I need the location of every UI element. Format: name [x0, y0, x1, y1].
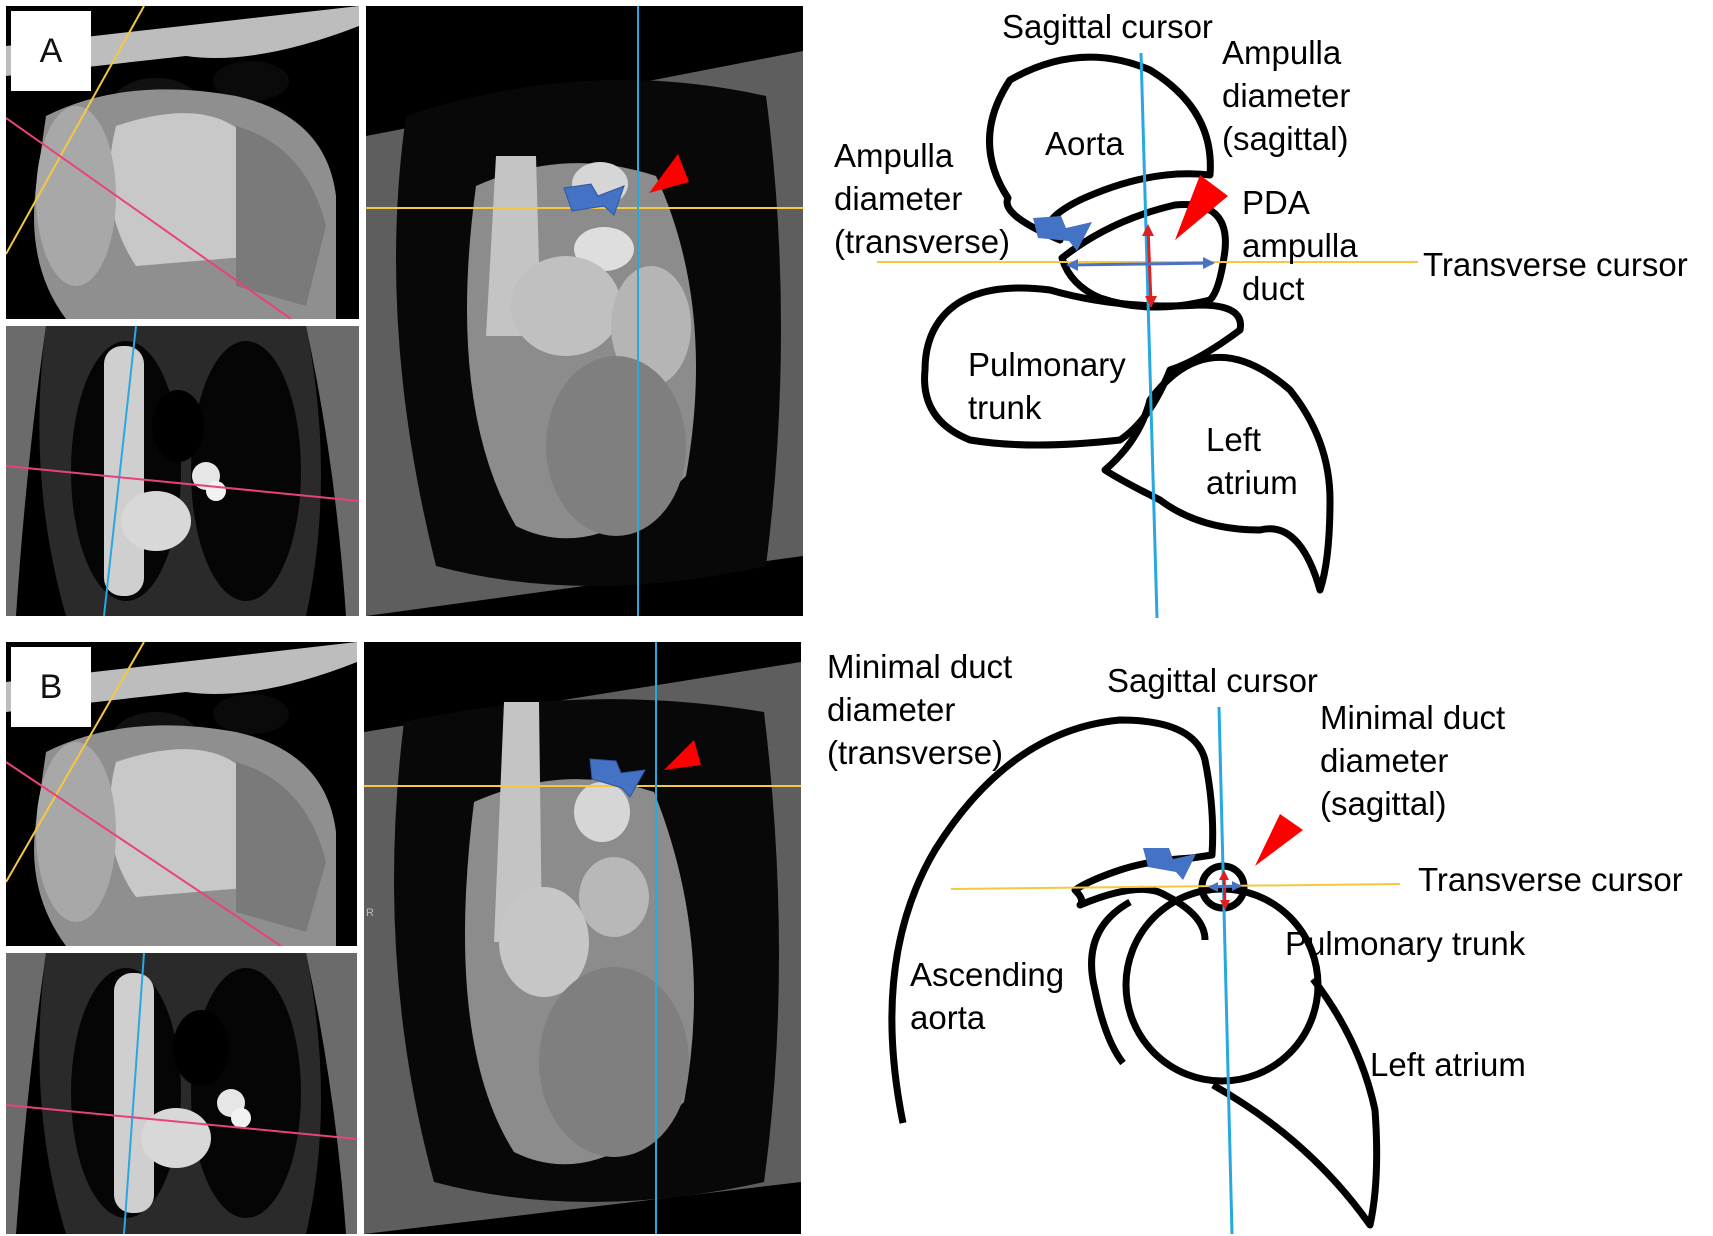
panel-b-letter: B	[11, 647, 91, 727]
label-sagittal-cursor-b: Sagittal cursor	[1107, 662, 1318, 699]
ct-a-main	[366, 6, 803, 616]
label-left-atrium-b: Left atrium	[1370, 1046, 1526, 1083]
label-ascending-aorta-b: Ascending aorta	[910, 956, 1065, 1036]
ct-a-main-image	[366, 6, 803, 616]
label-sagittal-cursor-a: Sagittal cursor	[1002, 8, 1213, 45]
ct-a-top-left: A	[6, 6, 359, 319]
left-atrium-outline-b	[1211, 976, 1381, 1229]
label-transverse-cursor-b: Transverse cursor	[1418, 861, 1683, 898]
minimal-duct-diameter-transverse-line	[1209, 884, 1241, 889]
ct-b-bottom-left	[6, 953, 357, 1234]
ampulla-diameter-sagittal-line	[1146, 227, 1153, 304]
red-arrowhead-b-icon	[1255, 814, 1303, 866]
minimal-duct-diameter-sagittal-line	[1222, 873, 1227, 907]
sagittal-cursor-a	[1139, 52, 1159, 619]
blue-arrow-b-icon	[1143, 848, 1196, 880]
ct-b-top-left-image	[6, 642, 357, 946]
label-pda-ampulla-duct: PDA ampulla duct	[1242, 184, 1358, 307]
label-ampulla-diameter-transverse: Ampulla diameter (transverse)	[834, 137, 1011, 260]
aorta-inner-wall-b	[1088, 898, 1132, 1066]
label-transverse-cursor-a: Transverse cursor	[1423, 246, 1688, 283]
ct-a-bottom-left-image	[6, 326, 359, 616]
label-minimal-duct-diameter-transverse: Minimal duct diameter (transverse)	[827, 648, 1013, 771]
transverse-cursor-b	[950, 883, 1401, 890]
pulmonary-trunk-outline-b	[1122, 885, 1322, 1085]
duct-circle-b	[1198, 862, 1248, 912]
label-pulmonary-trunk-a: Pulmonary trunk	[968, 346, 1126, 426]
red-arrowhead-a-icon	[1175, 175, 1228, 240]
label-minimal-duct-diameter-sagittal: Minimal duct diameter (sagittal)	[1320, 699, 1506, 822]
label-ampulla-diameter-sagittal: Ampulla diameter (sagittal)	[1222, 34, 1351, 157]
ct-b-main: R	[364, 642, 801, 1234]
label-aorta-a: Aorta	[1045, 125, 1124, 162]
pda-ampulla-outline-a	[1058, 201, 1229, 311]
ampulla-diameter-transverse-line	[1067, 261, 1214, 267]
blue-arrow-a-icon	[1033, 216, 1092, 251]
sagittal-cursor-b	[1217, 706, 1234, 1235]
label-left-atrium-a: Left atrium	[1206, 421, 1298, 501]
ct-a-top-left-image	[6, 6, 359, 319]
ascending-aorta-outline-b	[888, 716, 1217, 1124]
panel-a-letter: A	[11, 11, 91, 91]
ct-b-main-image	[364, 642, 801, 1234]
scan-orientation-marker: R	[366, 907, 374, 919]
ct-b-top-left: B	[6, 642, 357, 946]
ct-a-bottom-left	[6, 326, 359, 616]
ct-b-bottom-left-image	[6, 953, 357, 1234]
label-pulmonary-trunk-b: Pulmonary trunk	[1285, 925, 1526, 962]
